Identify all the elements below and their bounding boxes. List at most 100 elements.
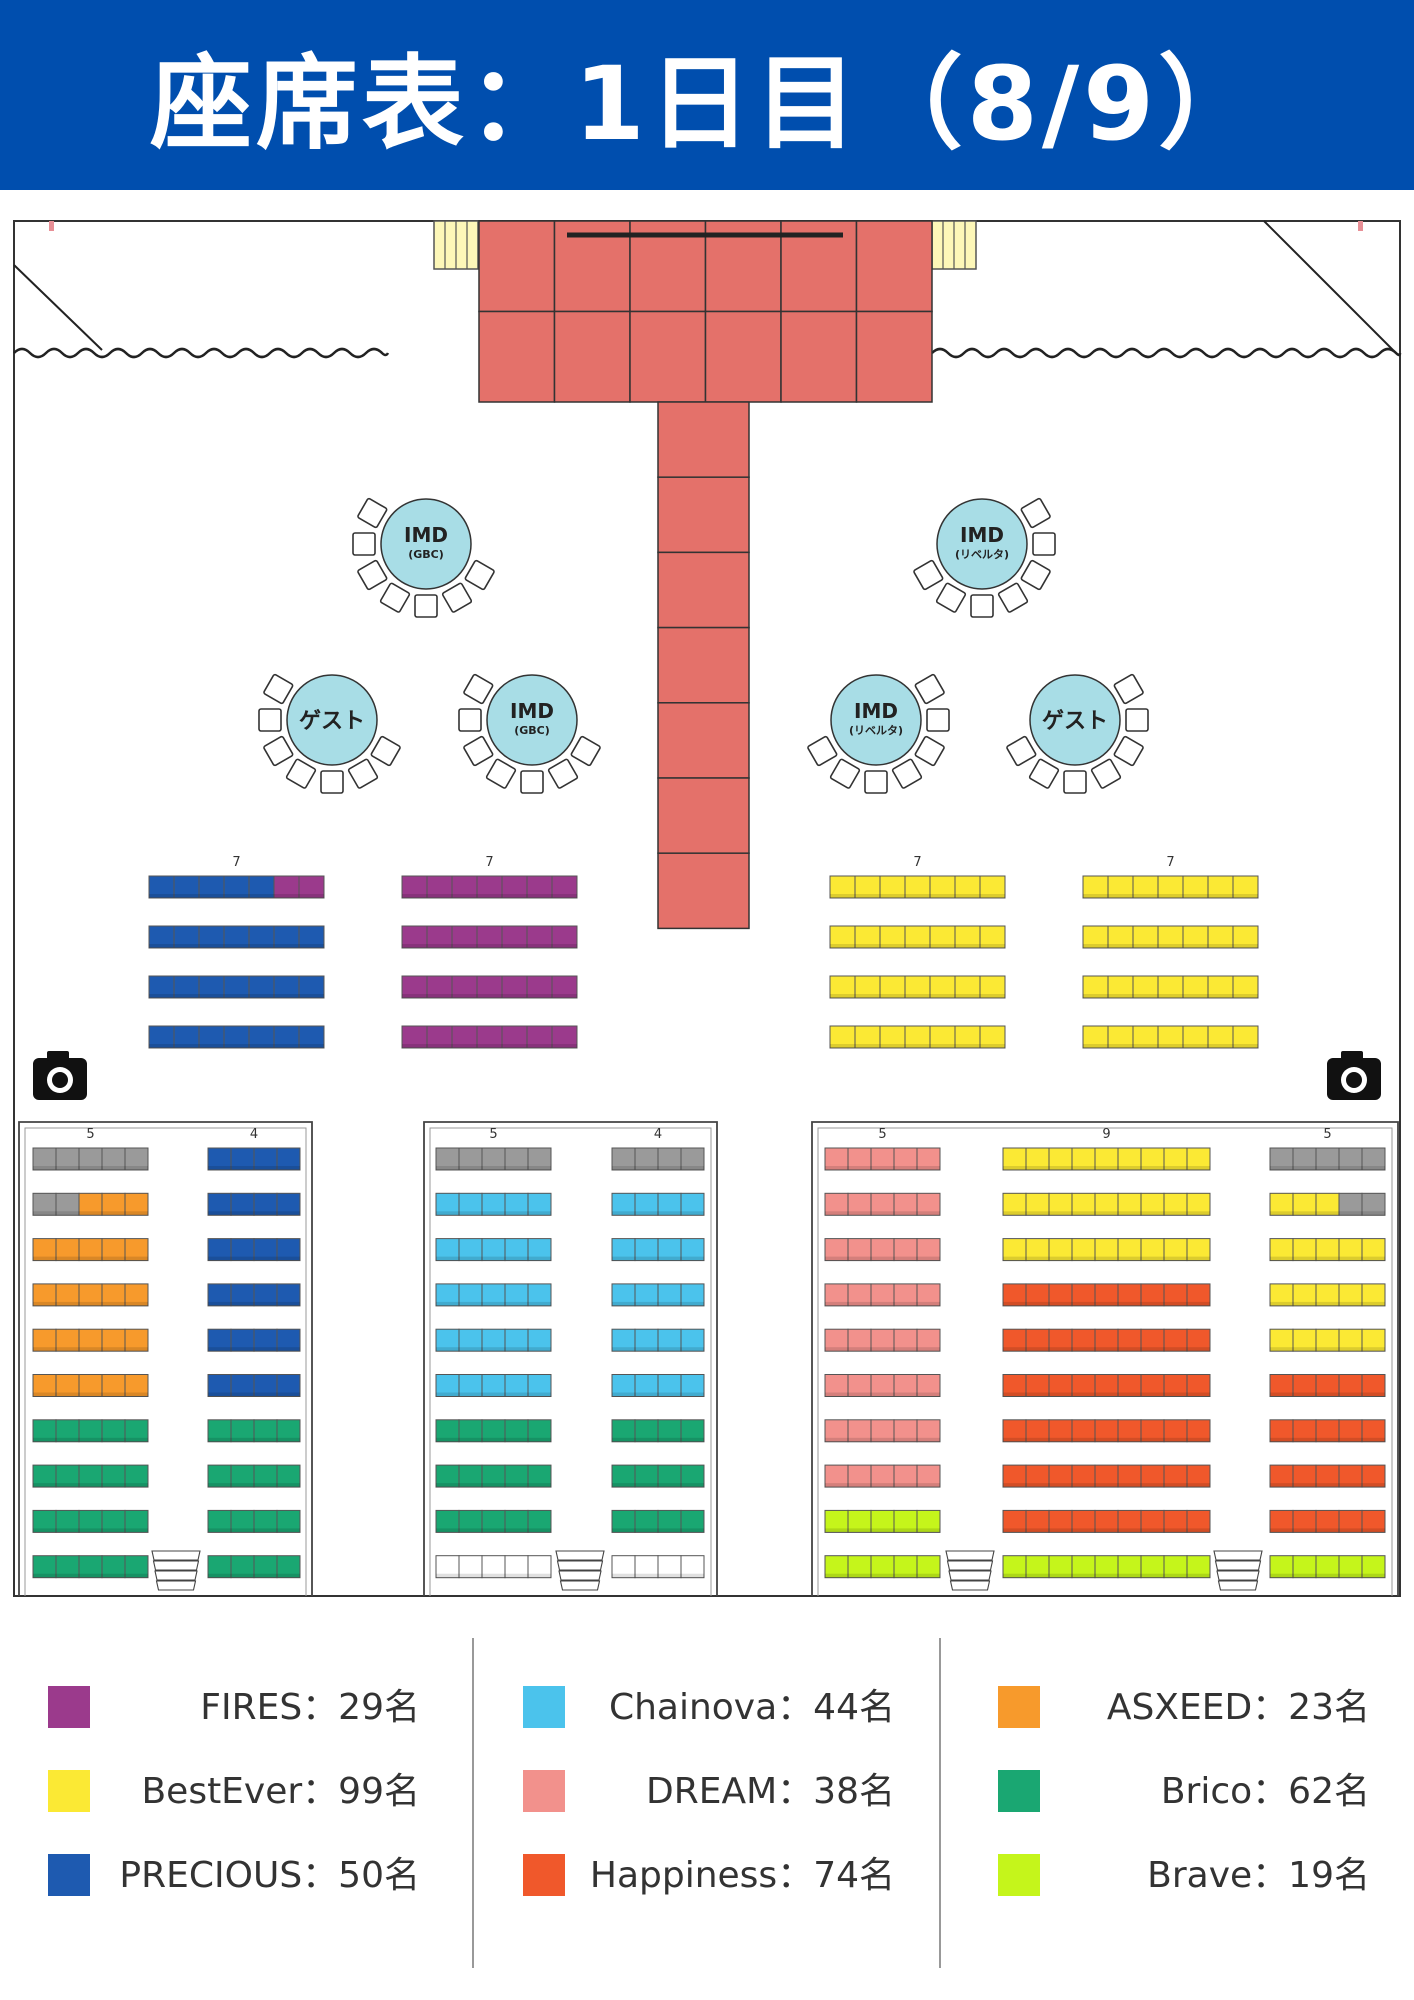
seat-row xyxy=(435,1238,552,1262)
seat-row xyxy=(824,1147,941,1171)
chair xyxy=(914,673,945,705)
seat-row xyxy=(148,875,325,899)
seat-row-back xyxy=(33,1211,148,1216)
seat xyxy=(124,1555,149,1579)
seat xyxy=(551,1025,578,1049)
seat-row-back xyxy=(612,1437,704,1442)
rear-seat-block: 5 xyxy=(435,1127,552,1579)
runway-panel xyxy=(657,777,750,854)
seat-row-back xyxy=(33,1301,148,1306)
seat-row xyxy=(1002,1374,1211,1397)
seat-row-back xyxy=(825,1392,940,1397)
seat-row xyxy=(824,1283,941,1307)
seat-row-back xyxy=(1003,1211,1210,1216)
chair xyxy=(891,758,923,789)
seat-row xyxy=(1002,1283,1211,1307)
legend-swatch xyxy=(523,1854,565,1896)
section-rail xyxy=(811,1121,1399,1596)
seat-row xyxy=(611,1555,705,1579)
chair xyxy=(347,758,379,789)
section-rail xyxy=(817,1127,1393,1596)
seat-row xyxy=(207,1147,301,1171)
seat xyxy=(124,1192,149,1216)
seat xyxy=(979,975,1006,999)
rear-seat-block: 5 xyxy=(824,1127,941,1579)
seat xyxy=(298,925,325,949)
seat-row xyxy=(401,975,578,999)
seat-row-back xyxy=(436,1392,551,1397)
seat xyxy=(527,1238,552,1262)
seat-row xyxy=(824,1328,941,1352)
seat-row-back xyxy=(33,1573,148,1578)
legend-item-dream: DREAM：38名 xyxy=(475,1770,895,1814)
seat-row xyxy=(611,1328,705,1352)
seat-row-back xyxy=(1270,1437,1385,1442)
seat-row-back xyxy=(1270,1392,1385,1397)
seat-row-back xyxy=(149,994,324,998)
seat xyxy=(124,1509,149,1533)
seat-row-back xyxy=(825,1528,940,1533)
seat xyxy=(1361,1238,1386,1262)
seat xyxy=(276,1238,301,1262)
legend-item-bestever: BestEver：99名 xyxy=(0,1770,420,1814)
legend-label: Brave：19名 xyxy=(1147,1855,1370,1896)
seat xyxy=(1186,1147,1211,1171)
legend-divider xyxy=(472,1638,474,1968)
legend-swatch xyxy=(998,1686,1040,1728)
front-seat-block: 7 xyxy=(1082,855,1259,1049)
seat-row xyxy=(1269,1419,1386,1443)
chair xyxy=(926,708,950,732)
seat-row xyxy=(435,1328,552,1352)
legend-label: Happiness：74名 xyxy=(589,1855,895,1896)
seat xyxy=(527,1509,552,1533)
round-table: IMD(GBC) xyxy=(352,497,495,618)
seat-row xyxy=(32,1238,149,1262)
seat-row xyxy=(611,1147,705,1171)
seat-row-back xyxy=(402,894,577,898)
seat xyxy=(916,1555,941,1579)
chair xyxy=(258,708,282,732)
seat-row-back xyxy=(1003,1573,1210,1578)
legend-divider xyxy=(939,1638,941,1968)
seat-row xyxy=(1002,1192,1211,1216)
seat xyxy=(680,1464,705,1488)
seat xyxy=(276,1509,301,1533)
seat-row xyxy=(207,1419,301,1443)
seat xyxy=(680,1328,705,1352)
chair xyxy=(807,735,838,767)
seat-row-back xyxy=(208,1392,300,1397)
seat xyxy=(276,1555,301,1579)
chair xyxy=(1028,758,1060,789)
stage-panel xyxy=(855,310,933,403)
seat-row-back xyxy=(1003,1528,1210,1533)
chair xyxy=(1020,497,1051,529)
seat-row-back xyxy=(1003,1301,1210,1306)
row-count-label: 7 xyxy=(913,855,921,870)
table-top xyxy=(380,498,472,590)
chair xyxy=(463,673,494,705)
chair xyxy=(441,582,473,613)
table-subname: (GBC) xyxy=(408,548,444,561)
seat-row-back xyxy=(402,1044,577,1048)
seat-row xyxy=(207,1192,301,1216)
seat-row-back xyxy=(612,1392,704,1397)
seat-row xyxy=(611,1192,705,1216)
aisle-steps xyxy=(555,1550,605,1591)
round-table: IMD(GBC) xyxy=(458,673,601,794)
seat xyxy=(124,1374,149,1397)
legend-swatch xyxy=(48,1770,90,1812)
corner-mark xyxy=(49,221,54,231)
seat-row-back xyxy=(1270,1166,1385,1170)
seat xyxy=(551,925,578,949)
table-name: ゲスト xyxy=(299,709,365,734)
chair xyxy=(485,758,517,789)
chair xyxy=(914,735,945,767)
seat-row-back xyxy=(1003,1483,1210,1488)
seat-row xyxy=(611,1464,705,1488)
seat-row-back xyxy=(149,894,324,898)
seat-row xyxy=(1269,1238,1386,1262)
seat xyxy=(916,1238,941,1262)
